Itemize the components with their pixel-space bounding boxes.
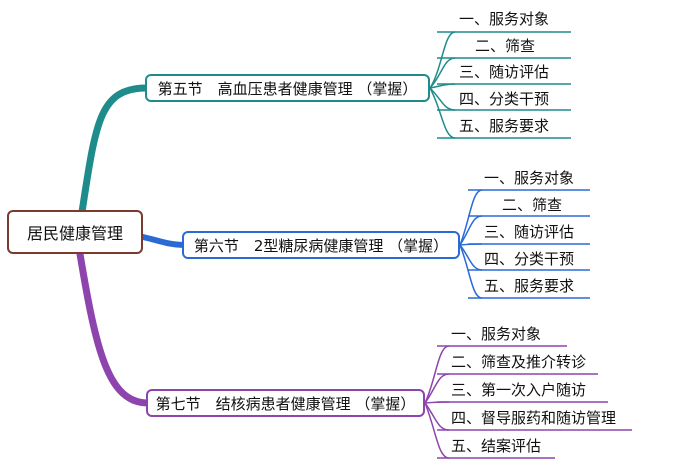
leaf-node[interactable]: 五、结案评估 (451, 437, 542, 455)
leaf-node[interactable]: 二、筛查 (502, 196, 563, 214)
branch-section-6 (140, 234, 187, 248)
leaf-node[interactable]: 四、分类干预 (459, 90, 550, 108)
branch-section-7 (76, 250, 152, 407)
section-6-sub-branches (459, 189, 590, 299)
leaf-node[interactable]: 三、随访评估 (484, 223, 575, 241)
leaf-node[interactable]: 三、随访评估 (459, 63, 550, 81)
section-7-sub-branches (424, 345, 632, 459)
leaf-node[interactable]: 一、服务对象 (451, 325, 542, 343)
section-node-6[interactable]: 第六节 2型糖尿病健康管理 （掌握） (182, 231, 460, 259)
leaf-node[interactable]: 五、服务要求 (484, 277, 575, 295)
leaf-node[interactable]: 一、服务对象 (484, 169, 575, 187)
leaf-node[interactable]: 一、服务对象 (459, 10, 550, 28)
leaf-node[interactable]: 三、第一次入户随访 (451, 381, 587, 399)
leaf-node[interactable]: 四、督导服药和随访管理 (451, 409, 617, 427)
leaf-node[interactable]: 二、筛查及推介转诊 (451, 353, 587, 371)
leaf-node[interactable]: 五、服务要求 (459, 117, 550, 135)
section-node-5[interactable]: 第五节 高血压患者健康管理 （掌握） (145, 74, 430, 102)
section-5-sub-branches (429, 31, 571, 139)
leaf-node[interactable]: 二、筛查 (475, 37, 536, 55)
branch-section-5 (78, 84, 151, 216)
leaf-node[interactable]: 四、分类干预 (484, 250, 575, 268)
section-node-7[interactable]: 第七节 结核病患者健康管理 （掌握） (146, 389, 425, 417)
root-node[interactable]: 居民健康管理 (7, 210, 143, 254)
